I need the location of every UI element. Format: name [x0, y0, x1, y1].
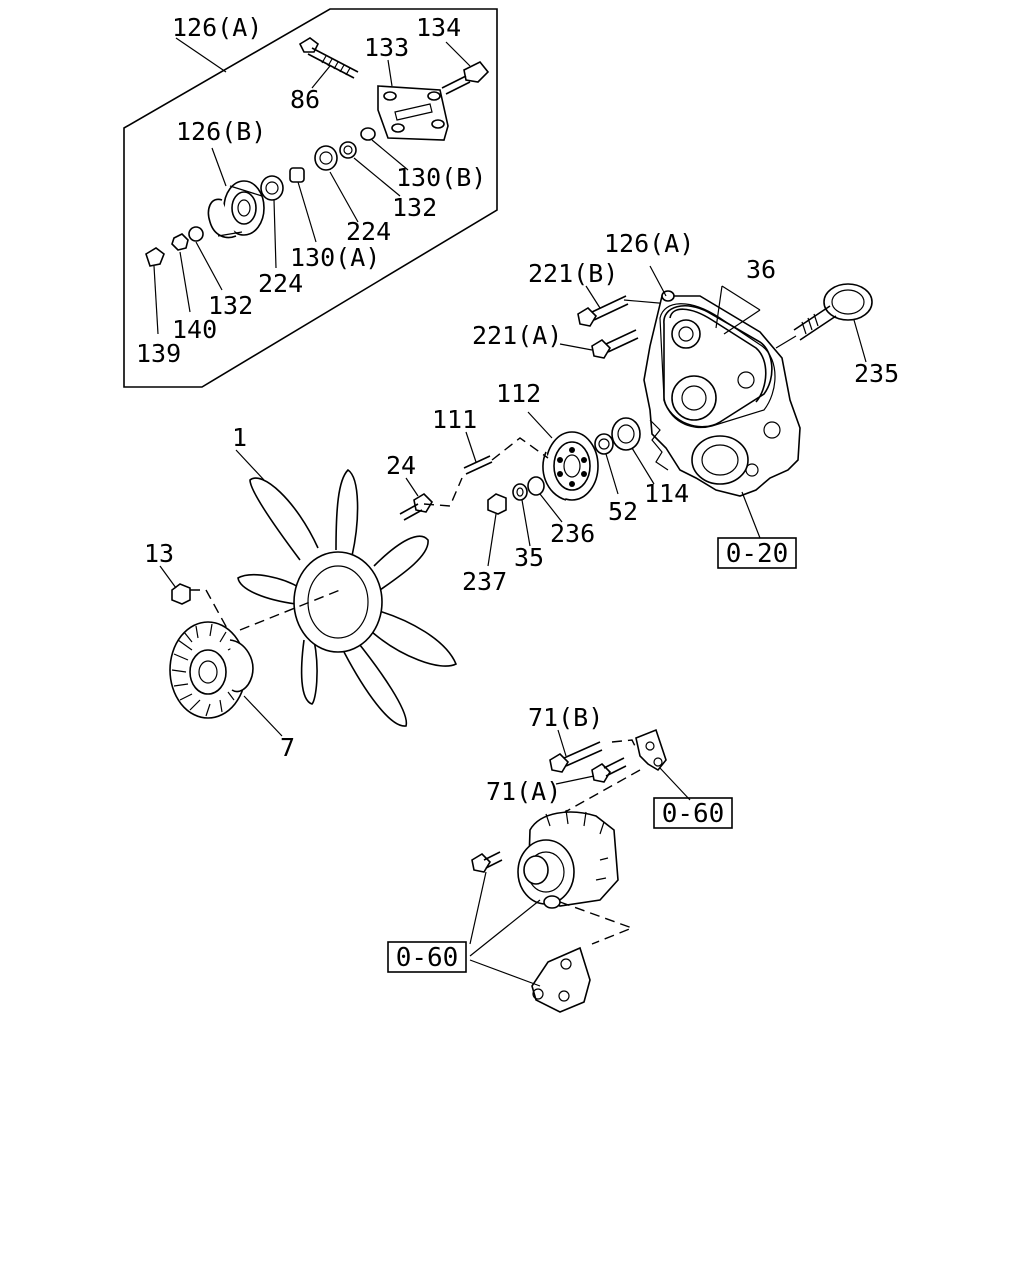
label-126a-top: 126(A) [172, 13, 262, 42]
label-139: 139 [136, 339, 181, 368]
label-126a-right: 126(A) [604, 229, 694, 258]
stud-111 [463, 431, 549, 475]
seal-114 [611, 417, 655, 485]
nut-237 [487, 493, 507, 567]
nut-140 [171, 233, 191, 313]
pulley-112 [527, 411, 599, 501]
bolt-24 [399, 477, 463, 521]
label-224-mid: 224 [346, 217, 391, 246]
label-7: 7 [280, 733, 295, 762]
lower-bracket [531, 946, 591, 1013]
label-35: 35 [514, 543, 544, 572]
ring-52 [594, 433, 619, 495]
label-24: 24 [386, 451, 416, 480]
label-36: 36 [746, 255, 776, 284]
bolt-86 [298, 37, 359, 89]
label-130a: 130(A) [290, 243, 380, 272]
fitting-139 [145, 247, 165, 335]
label-114: 114 [644, 479, 689, 508]
bolt-71a [555, 757, 627, 785]
label-235: 235 [854, 359, 899, 388]
bearing-224-low [260, 175, 284, 269]
washer-236 [527, 476, 563, 523]
label-52: 52 [608, 497, 638, 526]
label-236: 236 [550, 519, 595, 548]
ref-box-0-20: 0-20 [717, 537, 797, 569]
label-1: 1 [232, 423, 247, 452]
label-221b: 221(B) [528, 259, 618, 288]
label-132-top: 132 [392, 193, 437, 222]
ref-0-60-right: 0-60 [662, 799, 725, 829]
fan-1 [235, 449, 458, 727]
pulley-126b [207, 147, 265, 239]
label-221a: 221(A) [472, 321, 562, 350]
ref-box-0-60-right: 0-60 [653, 797, 733, 829]
label-111: 111 [432, 405, 477, 434]
label-86: 86 [290, 85, 320, 114]
label-71b: 71(B) [528, 703, 603, 732]
ref-0-20: 0-20 [726, 539, 789, 569]
alternator [517, 809, 619, 909]
bracket-133 [377, 59, 449, 141]
bolt-lower [469, 851, 503, 945]
bearing-224-mid [314, 145, 359, 223]
label-71a: 71(A) [486, 777, 561, 806]
label-112: 112 [496, 379, 541, 408]
label-132-low: 132 [208, 291, 253, 320]
upper-bracket [611, 728, 691, 801]
label-130b: 130(B) [396, 163, 486, 192]
label-133: 133 [364, 33, 409, 62]
nut-13 [159, 565, 341, 631]
label-13: 13 [144, 539, 174, 568]
pin-130a [289, 167, 317, 243]
ref-box-0-60-left: 0-60 [387, 941, 467, 973]
label-126b: 126(B) [176, 117, 266, 146]
ring-35 [512, 483, 531, 547]
fan-clutch-7 [169, 621, 283, 737]
tensioner-inset [123, 8, 498, 388]
bolt-221a [559, 329, 639, 359]
belt-36 [663, 285, 773, 428]
bolt-235 [775, 283, 873, 363]
ref-0-60-left: 0-60 [396, 943, 459, 973]
label-134: 134 [416, 13, 461, 42]
nut-132-top [339, 141, 401, 197]
washer-130b [360, 127, 409, 171]
timing-cover [643, 265, 801, 497]
nut-132-low [188, 226, 223, 291]
label-140: 140 [172, 315, 217, 344]
label-224-low: 224 [258, 269, 303, 298]
bolt-134 [441, 41, 490, 95]
label-237: 237 [462, 567, 507, 596]
bolt-71b [549, 729, 603, 773]
